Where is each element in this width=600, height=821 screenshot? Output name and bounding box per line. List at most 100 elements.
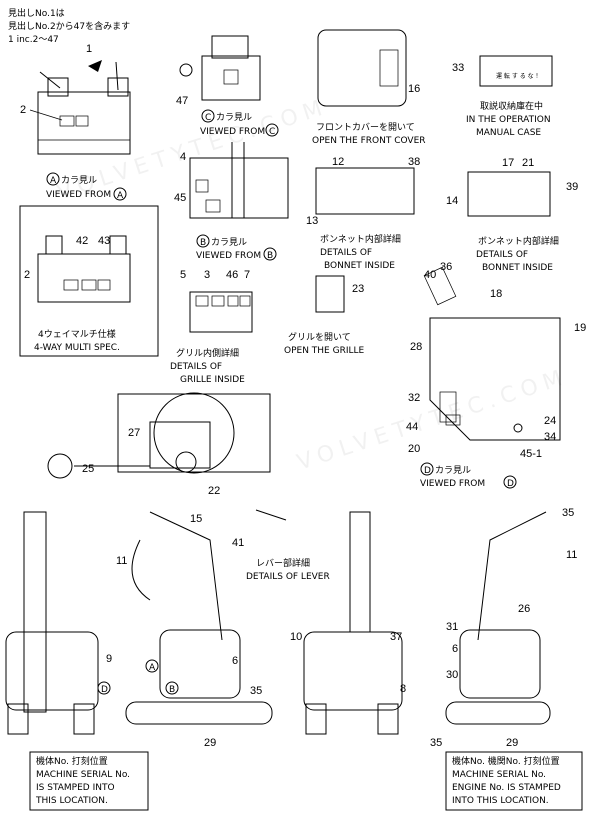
callout-43: 43 bbox=[98, 235, 110, 247]
callout-40: 40 bbox=[424, 269, 436, 281]
cab-front-view bbox=[37, 60, 131, 155]
manual-en-1: IN THE OPERATION bbox=[466, 115, 551, 125]
bonnet-en-2a: DETAILS OF bbox=[476, 250, 528, 260]
callout-13: 13 bbox=[306, 215, 318, 227]
callout-2: 2 bbox=[20, 104, 26, 116]
callout-29b: 29 bbox=[506, 737, 518, 749]
callout-21: 21 bbox=[522, 157, 534, 169]
machine-side-view-left bbox=[125, 511, 273, 725]
callout-42: 42 bbox=[76, 235, 88, 247]
view-b-jp: カラ見ル bbox=[211, 237, 247, 248]
callout-32: 32 bbox=[408, 392, 420, 404]
multi-spec-box bbox=[19, 205, 159, 357]
callout-26: 26 bbox=[518, 603, 530, 615]
view-c-en: VIEWED FROM bbox=[200, 127, 265, 137]
callout-28: 28 bbox=[410, 341, 422, 353]
callout-38: 38 bbox=[408, 156, 420, 168]
callout-35b: 35 bbox=[562, 507, 574, 519]
grille-en-2: GRILLE INSIDE bbox=[180, 375, 245, 385]
header-line-3: 1 inc.2～47 bbox=[8, 35, 59, 45]
callout-5: 5 bbox=[180, 269, 186, 281]
machine-front-left-view bbox=[5, 511, 99, 735]
view-a-en: VIEWED FROM bbox=[46, 190, 111, 200]
view-b-marker-2: B bbox=[169, 685, 175, 695]
view-d-jp: カラ見ル bbox=[435, 465, 471, 476]
view-b-en: VIEWED FROM bbox=[196, 251, 261, 261]
arrow-icon bbox=[88, 60, 102, 72]
callout-35: 35 bbox=[250, 685, 262, 697]
callout-19: 19 bbox=[574, 322, 586, 334]
bonnet-en-1a: DETAILS OF bbox=[320, 248, 372, 258]
manual-en-2: MANUAL CASE bbox=[476, 128, 541, 138]
multi-en: 4-WAY MULTI SPEC. bbox=[34, 343, 120, 353]
lever-jp: レバー部詳細 bbox=[256, 557, 310, 569]
bonnet-panel-1 bbox=[315, 167, 415, 215]
callout-41: 41 bbox=[232, 537, 244, 549]
view-a-marker-2: A bbox=[149, 663, 156, 673]
callout-35c: 35 bbox=[430, 737, 442, 749]
callout-23: 23 bbox=[352, 283, 364, 295]
grille-panel bbox=[189, 291, 253, 333]
bonnet-jp-2: ボンネット内部詳細 bbox=[478, 235, 559, 247]
callout-46: 46 bbox=[226, 269, 238, 281]
serial-right-en-3: INTO THIS LOCATION. bbox=[452, 796, 549, 806]
callout-29: 29 bbox=[204, 737, 216, 749]
callout-34: 34 bbox=[544, 431, 556, 443]
callout-47: 47 bbox=[176, 95, 188, 107]
header-line-1: 見出しNo.1は bbox=[8, 7, 65, 19]
serial-left-en-1: MACHINE SERIAL No. bbox=[36, 770, 130, 780]
bonnet-jp-1: ボンネット内部詳細 bbox=[320, 233, 401, 245]
callout-12: 12 bbox=[332, 156, 344, 168]
view-d-panel bbox=[423, 266, 561, 441]
view-c-letter: C bbox=[205, 113, 211, 123]
callout-20: 20 bbox=[408, 443, 420, 455]
grille-open-panel bbox=[315, 275, 345, 313]
view-a-jp: カラ見ル bbox=[61, 175, 97, 186]
callout-37: 37 bbox=[390, 631, 402, 643]
callout-36: 36 bbox=[440, 261, 452, 273]
callout-27: 27 bbox=[128, 427, 140, 439]
serial-box-left bbox=[29, 751, 149, 811]
callout-18: 18 bbox=[490, 288, 502, 300]
callout-7: 7 bbox=[244, 269, 250, 281]
view-d-marker-2: D bbox=[101, 685, 108, 695]
callout-14: 14 bbox=[446, 195, 458, 207]
serial-box-right bbox=[445, 751, 583, 811]
view-a-marker bbox=[46, 172, 60, 186]
view-a-letter: A bbox=[50, 176, 57, 186]
view-c-panel bbox=[179, 35, 261, 101]
callout-45: 45 bbox=[174, 192, 186, 204]
callout-4: 4 bbox=[180, 151, 186, 163]
machine-side-view-right bbox=[445, 511, 551, 725]
front-cover-panel bbox=[317, 29, 407, 107]
view-c-jp: カラ見ル bbox=[216, 112, 252, 123]
decal-panel bbox=[479, 55, 553, 87]
callout-45-1: 45-1 bbox=[520, 448, 542, 460]
bonnet-en-2b: BONNET INSIDE bbox=[482, 263, 553, 273]
callout-3: 3 bbox=[204, 269, 210, 281]
callout-1: 1 bbox=[86, 43, 92, 55]
lever-en: DETAILS OF LEVER bbox=[246, 572, 330, 582]
view-b-panel bbox=[189, 142, 289, 219]
manual-jp: 取説収納庫在中 bbox=[480, 100, 543, 112]
callout-33: 33 bbox=[452, 62, 464, 74]
callout-6: 6 bbox=[232, 655, 238, 667]
top-view-machine bbox=[47, 392, 271, 479]
callout-17: 17 bbox=[502, 157, 514, 169]
grille-open-jp: グリルを開いて bbox=[288, 331, 351, 343]
decal-text: 運 転 す る な ！ bbox=[496, 72, 542, 80]
serial-right-en-2: ENGINE No. IS STAMPED bbox=[452, 783, 561, 793]
callout-24: 24 bbox=[544, 415, 556, 427]
callout-8: 8 bbox=[400, 683, 406, 695]
view-d-en: VIEWED FROM bbox=[420, 479, 485, 489]
callout-15: 15 bbox=[190, 513, 202, 525]
callout-30: 30 bbox=[446, 669, 458, 681]
serial-right-jp: 機体No. 機関No. 打刻位置 bbox=[452, 755, 560, 767]
grille-en-1: DETAILS OF bbox=[170, 362, 222, 372]
view-b-letter-2: B bbox=[267, 251, 273, 261]
view-c-letter-2: C bbox=[269, 127, 275, 137]
callout-25: 25 bbox=[82, 463, 94, 475]
serial-left-jp: 機体No. 打刻位置 bbox=[36, 755, 108, 767]
bonnet-en-1b: BONNET INSIDE bbox=[324, 261, 395, 271]
callout-44: 44 bbox=[406, 421, 418, 433]
